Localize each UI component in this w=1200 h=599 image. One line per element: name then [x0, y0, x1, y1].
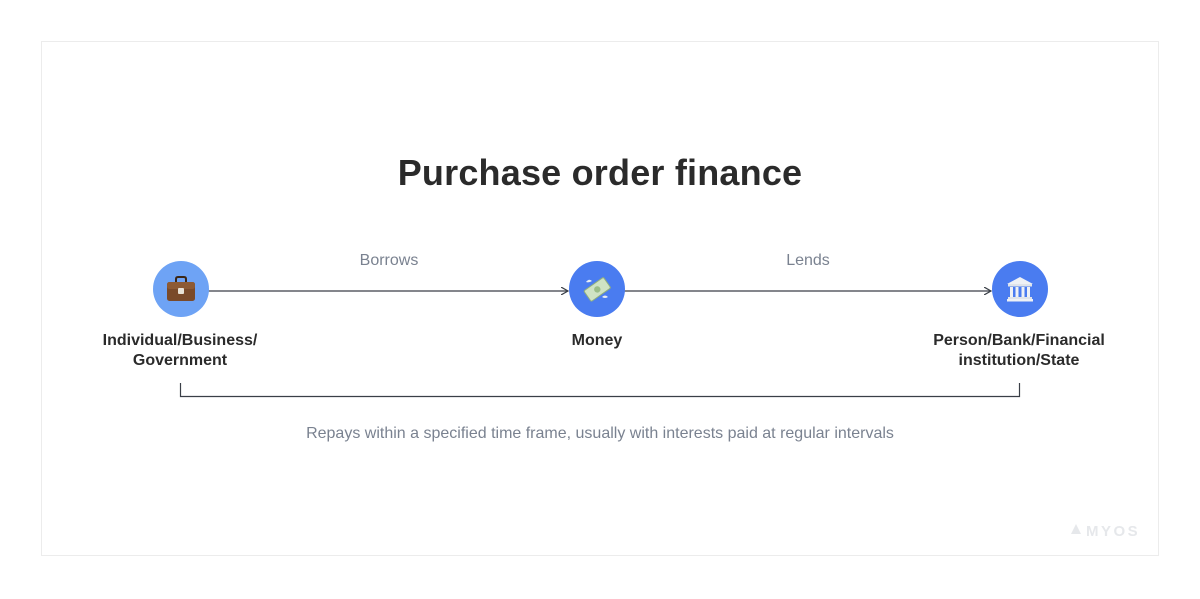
bank-icon	[1006, 276, 1034, 302]
repay-caption: Repays within a specified time frame, us…	[306, 425, 894, 442]
borrower-label: Individual/Business/ Government	[80, 331, 280, 371]
lender-label-line2: institution/State	[958, 352, 1080, 369]
borrower-label-line2: Government	[132, 352, 228, 369]
brand-watermark: MYOS	[1070, 522, 1140, 540]
repay-bracket	[179, 383, 1021, 398]
money-node	[569, 261, 625, 317]
briefcase-icon	[166, 276, 196, 302]
money-label-line1: Money	[571, 332, 623, 349]
page-title: Purchase order finance	[397, 152, 803, 193]
money-label: Money	[497, 331, 697, 351]
money-icon	[582, 275, 612, 303]
lends-label: Lends	[786, 252, 830, 269]
lender-label-line1: Person/Bank/Financial	[933, 332, 1105, 349]
brand-name: MYOS	[1086, 522, 1141, 540]
brand-logo-icon	[1070, 522, 1082, 540]
lender-label: Person/Bank/Financial institution/State	[909, 331, 1129, 371]
borrows-label: Borrows	[359, 252, 419, 269]
borrower-label-line1: Individual/Business/	[102, 332, 258, 349]
borrower-node	[153, 261, 209, 317]
lender-node	[992, 261, 1048, 317]
